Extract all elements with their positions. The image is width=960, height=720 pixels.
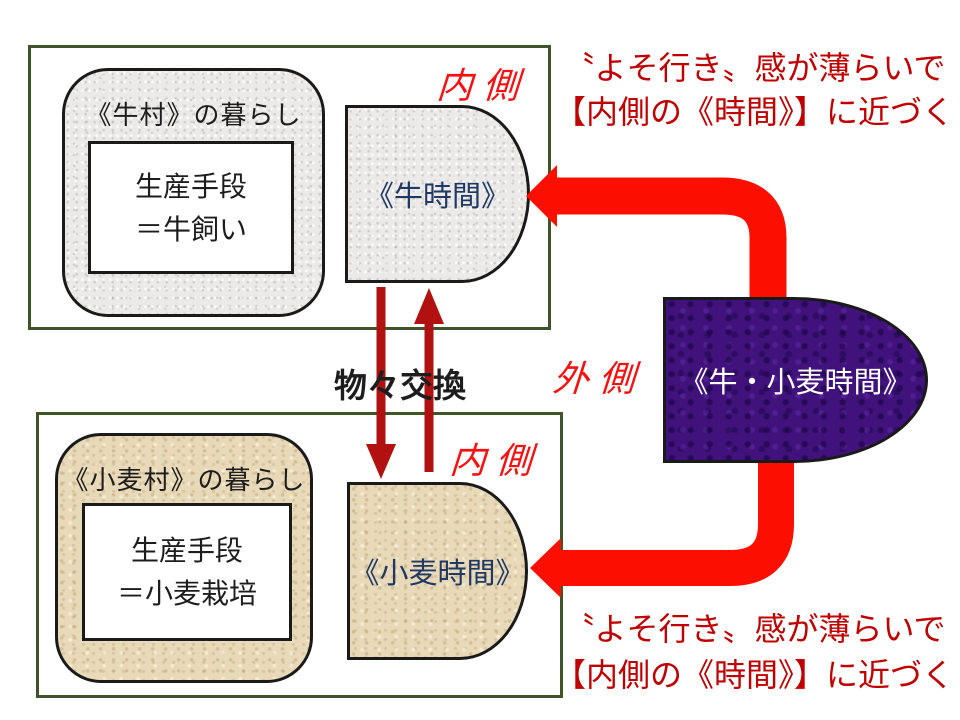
wheat-time-shape: 《小麦時間》: [347, 482, 528, 660]
annotation-bottom: 〝よそ行き〟感が薄らいで 【内側の《時間》】に近づく: [548, 606, 960, 698]
combined-time-label: 《牛・小麦時間》: [679, 367, 912, 399]
cow-production-card: 生産手段 ＝牛飼い: [88, 141, 294, 274]
wheat-production-card: 生産手段 ＝小麦栽培: [82, 503, 292, 641]
annotation-top-line1: 〝よそ行き〟感が薄らいで: [562, 50, 946, 86]
annotation-top: 〝よそ行き〟感が薄らいで 【内側の《時間》】に近づく: [548, 46, 960, 134]
cow-village-card: 《牛村》の暮らし 生産手段 ＝牛飼い: [62, 68, 325, 317]
wheat-village-card: 《小麦村》の暮らし 生産手段 ＝小麦栽培: [55, 433, 313, 683]
annotation-top-line2: 【内側の《時間》】に近づく: [553, 94, 954, 130]
wheat-production-line1: 生産手段: [130, 535, 243, 566]
big-arrow-bottom: [530, 452, 794, 598]
cow-time-shape: 《牛時間》: [345, 105, 530, 283]
annotation-bottom-line2: 【内側の《時間》】に近づく: [553, 657, 954, 693]
outside-label: 外 側: [551, 358, 637, 399]
cow-production-line2: ＝牛飼い: [134, 213, 247, 245]
wheat-production-line2: ＝小麦栽培: [116, 578, 257, 609]
wheat-village-title: 《小麦村》の暮らし: [62, 465, 306, 495]
cow-time-label: 《牛時間》: [364, 181, 510, 213]
annotation-bottom-line1: 〝よそ行き〟感が薄らいで: [562, 611, 946, 647]
inside-label-top: 内 側: [435, 65, 521, 106]
cow-production-line1: 生産手段: [134, 170, 247, 202]
barter-label: 物々交換: [334, 367, 466, 404]
cow-village-title: 《牛村》の暮らし: [85, 100, 302, 130]
big-arrow-top: [526, 165, 787, 310]
wheat-time-label: 《小麦時間》: [350, 558, 525, 590]
combined-time-shape: 《牛・小麦時間》: [663, 297, 928, 463]
inside-label-bottom: 内 側: [448, 440, 534, 481]
